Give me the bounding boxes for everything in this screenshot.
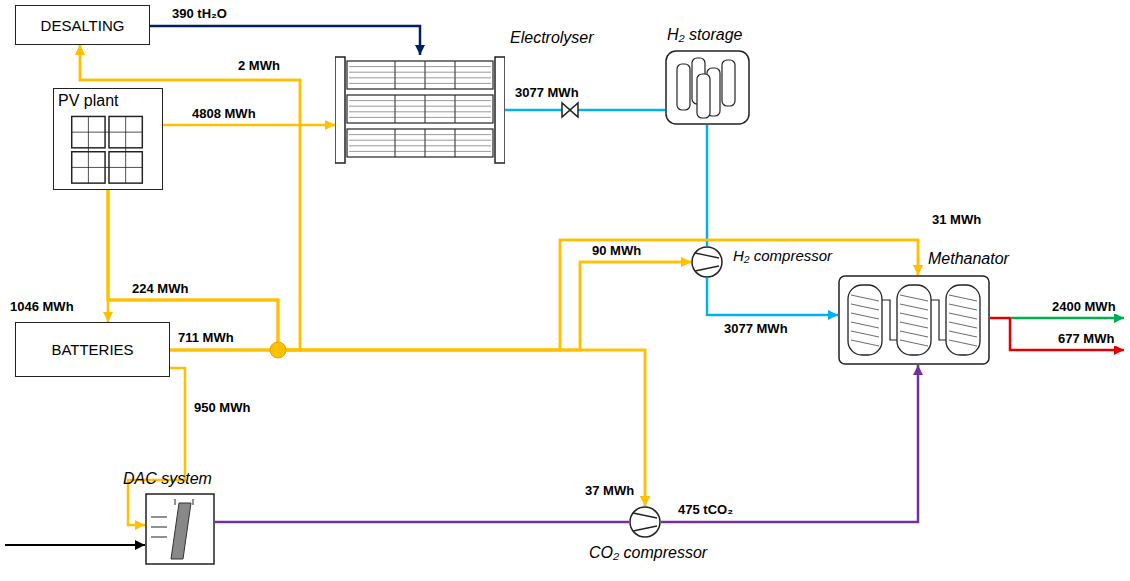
node-heading: DAC system — [123, 470, 212, 488]
node-heading: Electrolyser — [510, 29, 594, 47]
flow-connector — [707, 278, 838, 315]
flow-connector — [215, 521, 629, 524]
flow-connector — [706, 125, 709, 246]
co2-compressor: CO₂ compressor — [629, 506, 661, 538]
flow-value: 711 MWh — [176, 330, 236, 345]
flow-value: 4808 MWh — [190, 106, 258, 121]
flow-connector — [170, 262, 691, 350]
node-label: BATTERIES — [51, 341, 133, 358]
flow-connector — [170, 240, 918, 350]
junction-dot — [270, 342, 286, 358]
node-heading: Methanator — [928, 250, 1009, 268]
node-heading: CO₂ compressor — [589, 544, 707, 562]
flow-value: 224 MWh — [130, 281, 190, 296]
valve-symbol — [562, 103, 578, 117]
flow-connector — [163, 124, 335, 127]
air-inlet — [5, 544, 145, 546]
methanator-output — [990, 318, 1124, 350]
pv-plant-box: PV plant — [53, 88, 163, 190]
dac-system: DAC system — [145, 493, 215, 565]
flow-connector — [150, 26, 420, 55]
flow-value: 390 tH₂O — [170, 6, 229, 21]
batteries-box: BATTERIES — [15, 322, 170, 377]
h2-compressor: H₂ compressor — [691, 246, 723, 278]
flow-connector — [108, 190, 645, 506]
flow-connector — [108, 190, 918, 350]
flow-value: 1046 MWh — [8, 299, 76, 314]
node-heading: H₂ compressor — [733, 247, 832, 264]
flow-value: 2 MWh — [236, 58, 282, 73]
flow-value: 950 MWh — [192, 400, 252, 415]
flow-connector — [108, 190, 691, 350]
methanator: Methanator — [838, 275, 990, 365]
desalting-box: DESALTING — [15, 5, 150, 45]
flow-value: 90 MWh — [590, 243, 643, 258]
electrolyser: Electrolyser — [335, 55, 505, 165]
flow-value: 2400 MWh — [1050, 299, 1118, 314]
h2-storage: H₂ storage — [665, 50, 750, 125]
flow-value: 677 MWh — [1056, 331, 1116, 346]
flow-connector — [505, 109, 665, 112]
node-label: PV plant — [58, 92, 118, 110]
flow-value: 3077 MWh — [513, 85, 581, 100]
node-heading: H₂ storage — [667, 26, 742, 44]
flow-value: 31 MWh — [930, 212, 983, 227]
flow-value: 475 tCO₂ — [676, 502, 735, 517]
node-label: DESALTING — [41, 17, 125, 34]
flow-value: 37 MWh — [583, 483, 636, 498]
flow-connector — [170, 350, 645, 506]
flow-value: 3077 MWh — [722, 321, 790, 336]
flow-connector — [661, 365, 918, 522]
